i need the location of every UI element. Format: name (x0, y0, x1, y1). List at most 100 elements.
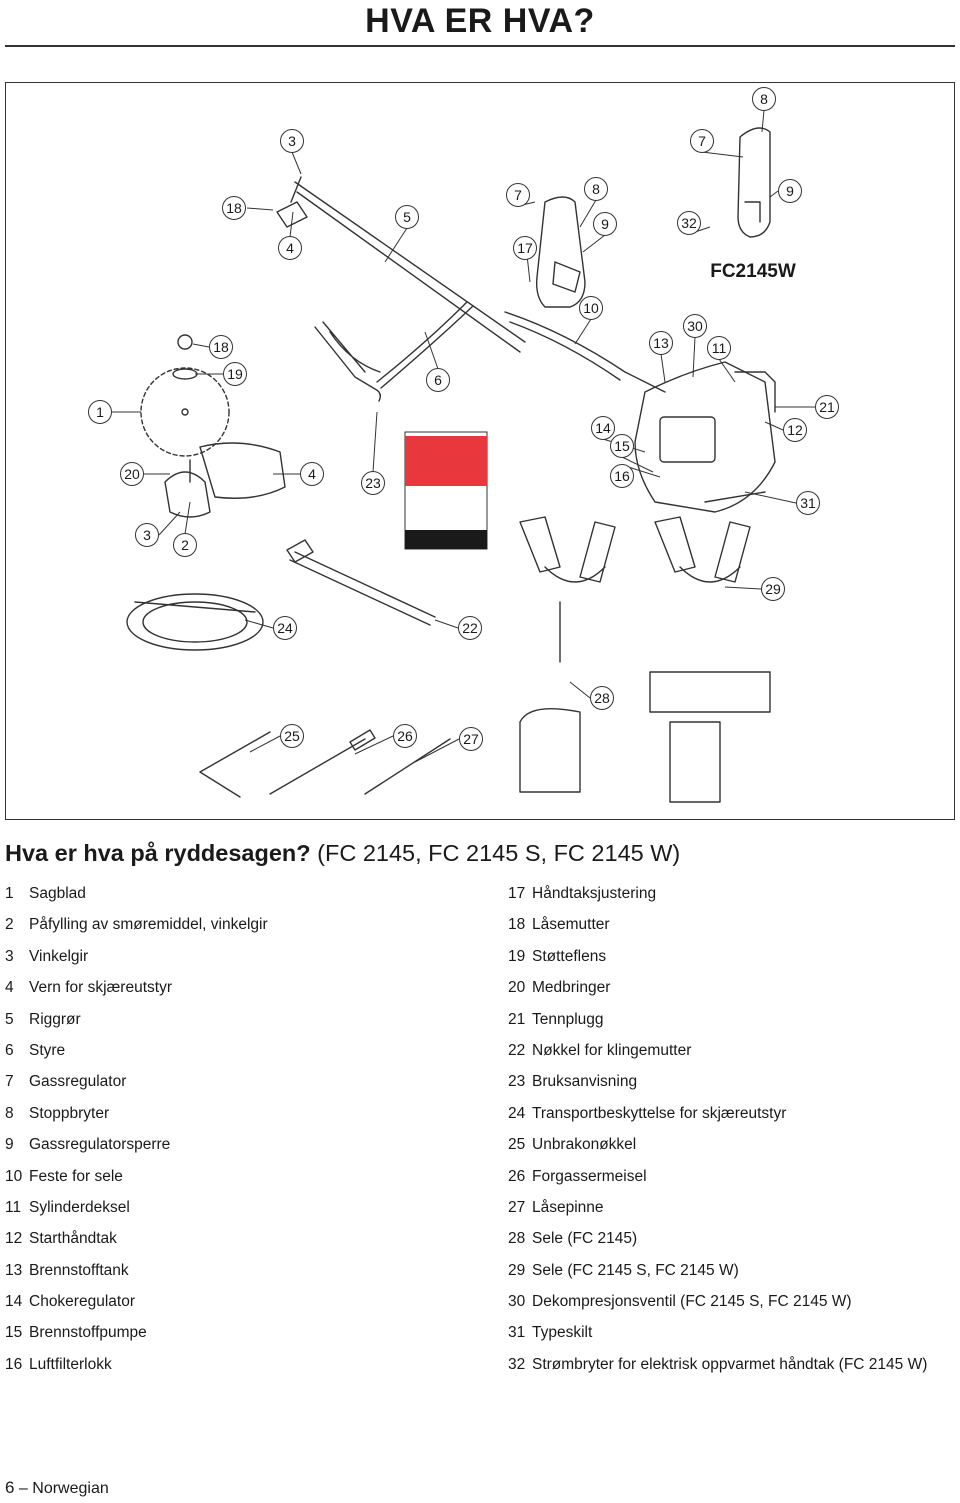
part-label: Låsepinne (532, 1198, 604, 1216)
callout-leader (158, 511, 181, 536)
callout-number: 19 (227, 366, 243, 382)
callout-number: 28 (594, 690, 610, 706)
callout-marker: 9 (778, 179, 802, 203)
part-label: Nøkkel for klingemutter (532, 1041, 692, 1059)
callout-leader (354, 735, 394, 755)
part-label: Unbrakonøkkel (532, 1136, 637, 1154)
callout-marker: 10 (579, 296, 603, 320)
callout-marker: 31 (796, 491, 820, 515)
part-number: 17 (508, 885, 526, 902)
callout-number: 14 (595, 420, 611, 436)
part-number: 28 (508, 1230, 526, 1248)
manual-black-band (405, 530, 487, 549)
part-number: 23 (508, 1073, 526, 1091)
callout-number: 10 (583, 300, 599, 316)
callout-number: 26 (397, 728, 413, 744)
callout-marker: 18 (209, 335, 233, 359)
callout-leader (291, 151, 302, 175)
gear-guard-drawing (164, 442, 286, 518)
callout-leader (718, 358, 736, 383)
callout-number: 31 (800, 495, 816, 511)
callout-marker: 20 (120, 462, 144, 486)
callout-marker: 25 (280, 724, 304, 748)
callout-leader (569, 681, 591, 699)
callout-number: 3 (288, 133, 296, 149)
part-number: 30 (508, 1293, 526, 1311)
handlebar-drawing (314, 321, 382, 402)
callout-leader (414, 738, 460, 763)
callout-number: 29 (765, 581, 781, 597)
part-number: 24 (508, 1104, 526, 1122)
callout-leader (192, 343, 210, 348)
model-label: FC2145W (710, 261, 796, 282)
callout-marker: 5 (395, 205, 419, 229)
part-number: 8 (5, 1104, 14, 1122)
callout-number: 20 (124, 466, 140, 482)
operators-manual-drawing (404, 431, 488, 550)
callout-number: 23 (365, 475, 381, 491)
callout-number: 24 (277, 620, 293, 636)
callout-leader (692, 336, 696, 378)
part-item: 7 Gassregulator (5, 1070, 268, 1101)
section-heading-models: (FC 2145, FC 2145 S, FC 2145 W) (310, 840, 681, 866)
part-number: 29 (508, 1261, 526, 1279)
part-number: 21 (508, 1010, 526, 1028)
part-number: 7 (5, 1073, 14, 1091)
callout-marker: 27 (459, 727, 483, 751)
part-number: 1 (5, 885, 14, 902)
page-footer: 6 – Norwegian (5, 1478, 109, 1498)
part-number: 3 (5, 947, 14, 965)
callout-leader (434, 619, 459, 629)
part-number: 10 (5, 1167, 23, 1185)
part-number: 12 (5, 1230, 23, 1248)
callout-marker: 3 (135, 523, 159, 547)
part-label: Sele (FC 2145) (532, 1230, 638, 1248)
part-number: 15 (5, 1324, 23, 1342)
callout-marker: 4 (300, 462, 324, 486)
callout-marker: 2 (173, 533, 197, 557)
part-label: Transportbeskyttelse for skjæreutstyr (532, 1104, 787, 1122)
part-label: Gassregulator (29, 1073, 127, 1091)
callout-number: 7 (698, 133, 706, 149)
callout-leader (574, 318, 592, 345)
callout-marker: 7 (506, 183, 530, 207)
callout-marker: 18 (222, 196, 246, 220)
callout-leader (660, 353, 666, 383)
callout-number: 17 (517, 240, 533, 256)
part-number: 18 (508, 916, 526, 934)
shaft-drawing (276, 176, 526, 353)
callout-leader (621, 456, 654, 473)
callout-marker: 29 (761, 577, 785, 601)
part-number: 9 (5, 1136, 14, 1154)
callout-marker: 6 (426, 368, 450, 392)
part-label: Påfylling av smøremiddel, vinkelgir (29, 916, 268, 934)
part-label: Gassregulatorsperre (29, 1136, 171, 1154)
part-label: Starthåndtak (29, 1230, 117, 1248)
part-number: 4 (5, 979, 14, 997)
part-number: 32 (508, 1355, 526, 1373)
part-label: Håndtaksjustering (532, 885, 657, 902)
part-item: 23 Bruksanvisning (508, 1070, 927, 1101)
part-item: 17 Håndtaksjustering (508, 882, 927, 913)
callout-leader (582, 234, 606, 253)
callout-marker: 8 (752, 87, 776, 111)
part-label: Støtteflens (532, 947, 607, 965)
callout-marker: 16 (610, 464, 634, 488)
part-label: Vinkelgir (29, 947, 89, 965)
part-label: Bruksanvisning (532, 1073, 638, 1091)
callout-number: 1 (96, 404, 104, 420)
callout-marker: 19 (223, 362, 247, 386)
part-number: 13 (5, 1261, 23, 1279)
callout-number: 12 (787, 422, 803, 438)
part-item: 28 Sele (FC 2145) (508, 1227, 927, 1258)
